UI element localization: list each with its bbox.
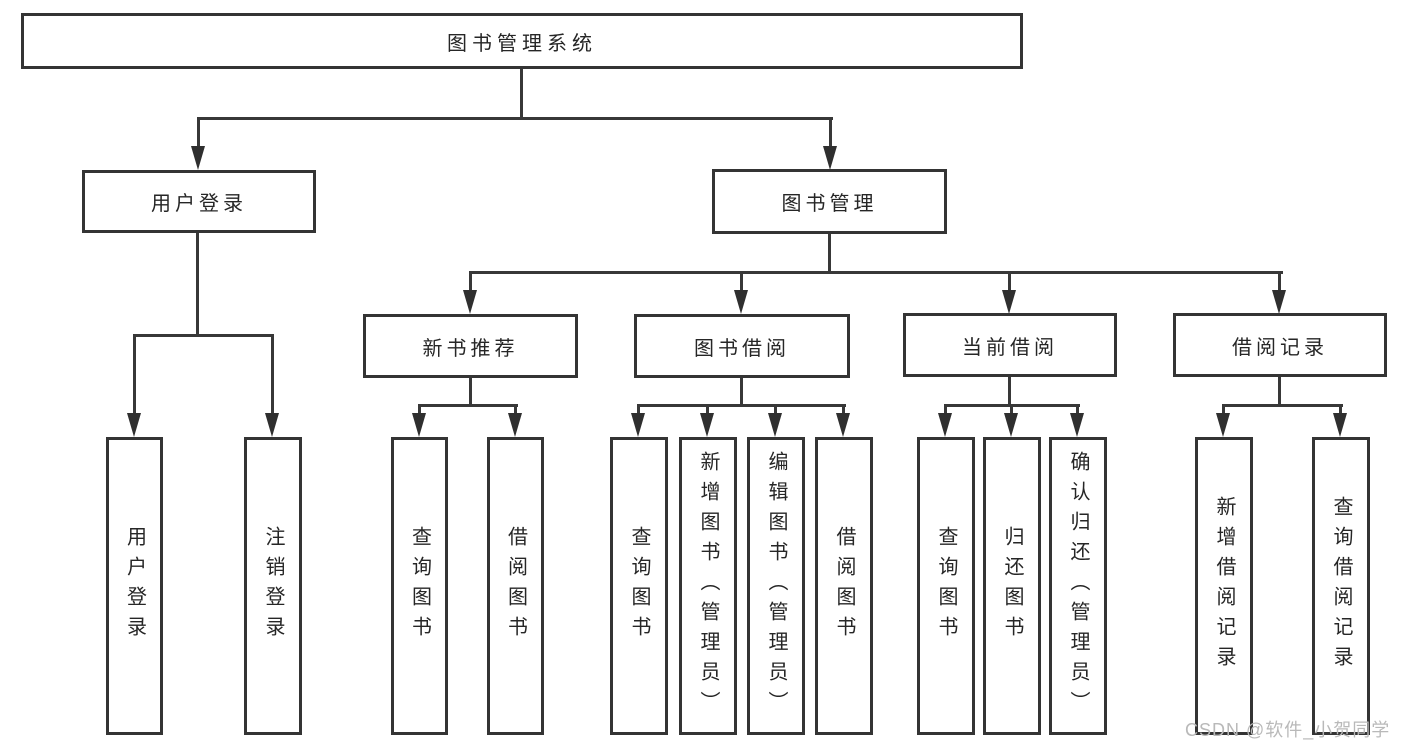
connector-line — [197, 117, 200, 150]
connector-line — [829, 117, 832, 150]
connector-line — [514, 404, 517, 415]
leaf-add-borrow-record: 新增借阅记录 — [1195, 437, 1253, 735]
connector-line — [774, 404, 777, 415]
leaf-logout: 注销登录 — [244, 437, 302, 735]
connector-line — [1010, 404, 1013, 415]
leaf-query-books-2: 查询图书 — [610, 437, 668, 735]
node-new-book-recommend: 新书推荐 — [363, 314, 578, 378]
connector-line — [418, 404, 421, 415]
node-current-borrowing: 当前借阅 — [903, 313, 1117, 377]
arrow-down-icon — [700, 413, 714, 437]
node-borrowing-records: 借阅记录 — [1173, 313, 1387, 377]
arrow-down-icon — [127, 413, 141, 437]
leaf-confirm-return-admin: 确认归还（管理员） — [1049, 437, 1107, 735]
leaf-borrow-books-1: 借阅图书 — [487, 437, 544, 735]
connector-line — [1008, 271, 1011, 292]
connector-line — [1278, 271, 1281, 292]
leaf-edit-book-admin: 编辑图书（管理员） — [747, 437, 805, 735]
connector-line — [637, 404, 640, 415]
node-user-login: 用户登录 — [82, 170, 316, 233]
arrow-down-icon — [1216, 413, 1230, 437]
connector-line — [418, 404, 518, 407]
connector-line — [197, 117, 833, 120]
connector-line — [740, 378, 743, 406]
arrow-down-icon — [1070, 413, 1084, 437]
leaf-query-books-1: 查询图书 — [391, 437, 448, 735]
arrow-down-icon — [823, 146, 837, 170]
connector-line — [842, 404, 845, 415]
connector-line — [740, 271, 743, 292]
leaf-query-books-3: 查询图书 — [917, 437, 975, 735]
node-book-borrowing: 图书借阅 — [634, 314, 850, 378]
connector-line — [1222, 404, 1225, 415]
arrow-down-icon — [734, 290, 748, 314]
connector-line — [271, 334, 274, 415]
connector-line — [1222, 404, 1343, 407]
leaf-borrow-books-2: 借阅图书 — [815, 437, 873, 735]
arrow-down-icon — [508, 413, 522, 437]
connector-line — [469, 271, 472, 292]
connector-line — [196, 233, 199, 336]
arrow-down-icon — [631, 413, 645, 437]
arrow-down-icon — [768, 413, 782, 437]
connector-line — [637, 404, 846, 407]
connector-line — [133, 334, 136, 415]
connector-line — [133, 334, 274, 337]
arrow-down-icon — [1333, 413, 1347, 437]
arrow-down-icon — [463, 290, 477, 314]
arrow-down-icon — [1004, 413, 1018, 437]
arrow-down-icon — [412, 413, 426, 437]
leaf-user-login: 用户登录 — [106, 437, 163, 735]
connector-line — [469, 271, 1283, 274]
connector-line — [1076, 404, 1079, 415]
node-library-system: 图书管理系统 — [21, 13, 1023, 69]
connector-line — [1278, 377, 1281, 406]
arrow-down-icon — [836, 413, 850, 437]
arrow-down-icon — [191, 146, 205, 170]
connector-line — [1008, 377, 1011, 406]
connector-line — [520, 69, 523, 119]
arrow-down-icon — [1272, 290, 1286, 314]
connector-line — [944, 404, 947, 415]
connector-line — [828, 234, 831, 274]
connector-line — [469, 378, 472, 406]
leaf-return-books: 归还图书 — [983, 437, 1041, 735]
arrow-down-icon — [1002, 290, 1016, 314]
leaf-query-borrow-record: 查询借阅记录 — [1312, 437, 1370, 735]
leaf-add-book-admin: 新增图书（管理员） — [679, 437, 737, 735]
node-book-management: 图书管理 — [712, 169, 947, 234]
connector-line — [706, 404, 709, 415]
arrow-down-icon — [265, 413, 279, 437]
connector-line — [1339, 404, 1342, 415]
watermark: CSDN @软件_小贺同学 — [1185, 720, 1391, 740]
arrow-down-icon — [938, 413, 952, 437]
